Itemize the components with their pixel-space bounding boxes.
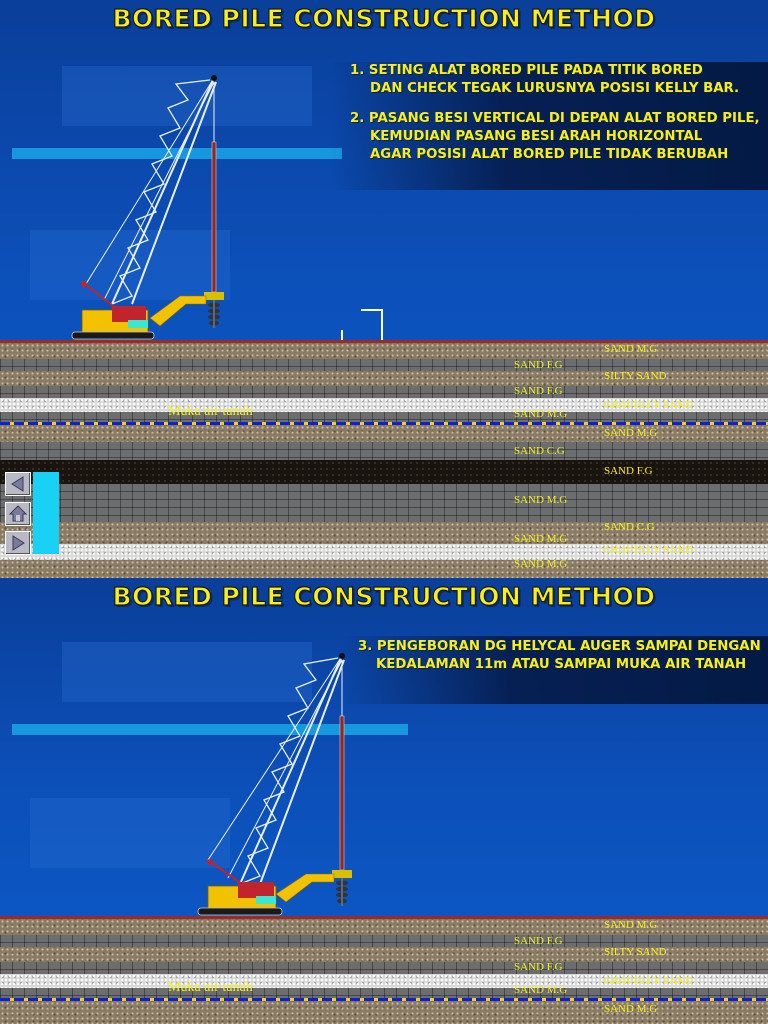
soil-label: SAND F.G <box>514 385 563 397</box>
decorative-bar <box>12 148 342 159</box>
step-line: 2. PASANG BESI VERTICAL DI DEPAN ALAT BO… <box>350 111 760 126</box>
soil-label: SAND M.G <box>514 408 568 420</box>
soil-label: SAND M.G <box>514 984 568 996</box>
soil-label: GRAVELLY SAND <box>604 544 694 556</box>
next-slide-button[interactable] <box>5 531 31 555</box>
triangle-right-icon <box>12 535 25 551</box>
soil-layer <box>0 412 768 422</box>
water-table-label: Muka air tanah <box>168 980 253 995</box>
home-button[interactable] <box>5 502 31 526</box>
step-line: KEDALAMAN 11m ATAU SAMPAI MUKA AIR TANAH <box>376 657 747 672</box>
soil-label: SAND M.G <box>604 1003 658 1015</box>
soil-label: SILTY SAND <box>604 946 667 958</box>
soil-layer <box>0 460 768 484</box>
helical-auger <box>208 300 220 328</box>
home-icon <box>8 505 28 522</box>
decorative-bar <box>12 724 408 735</box>
soil-layer <box>0 962 768 974</box>
step-line: KEMUDIAN PASANG BESI ARAH HORIZONTAL <box>370 129 703 144</box>
water-table-line <box>0 998 768 1001</box>
step-line: 3. PENGEBORAN DG HELYCAL AUGER SAMPAI DE… <box>358 639 761 654</box>
slide-1: BORED PILE CONSTRUCTION METHOD 1. SETING… <box>0 0 768 578</box>
soil-label: SAND M.G <box>604 343 658 355</box>
slide-title: BORED PILE CONSTRUCTION METHOD <box>112 581 656 611</box>
soil-label: SAND F.G <box>514 961 563 973</box>
soil-label: SAND F.G <box>604 465 653 477</box>
soil-layer <box>0 1001 768 1024</box>
triangle-left-icon <box>11 476 24 492</box>
soil-layer <box>0 544 768 560</box>
step-line: 1. SETING ALAT BORED PILE PADA TITIK BOR… <box>350 63 703 78</box>
soil-profile: Muka air tanah SAND M.G SAND F.G SILTY S… <box>0 916 768 1024</box>
soil-label: SAND F.G <box>514 935 563 947</box>
slide-2: BORED PILE CONSTRUCTION METHOD 3. PENGEB… <box>0 578 768 1024</box>
soil-label: GRAVELLY SAND <box>604 975 694 987</box>
soil-label: SILTY SAND <box>604 370 667 382</box>
step-line: AGAR POSISI ALAT BORED PILE TIDAK BERUBA… <box>370 147 729 162</box>
soil-layer <box>0 386 768 398</box>
decorative-rect <box>62 642 312 702</box>
step-text-block: 3. PENGEBORAN DG HELYCAL AUGER SAMPAI DE… <box>340 636 768 704</box>
helical-auger <box>336 878 348 906</box>
soil-layer <box>0 560 768 578</box>
step-line: DAN CHECK TEGAK LURUSNYA POSISI KELLY BA… <box>370 81 740 96</box>
soil-label: SAND C.G <box>604 521 655 533</box>
soil-layer <box>0 484 768 522</box>
soil-label: SAND M.G <box>604 919 658 931</box>
soil-layer <box>0 974 768 988</box>
steel-guide-frame <box>341 309 383 340</box>
soil-layer <box>0 371 768 386</box>
soil-layer <box>0 522 768 544</box>
crane-body <box>197 859 335 916</box>
soil-layer <box>0 425 768 442</box>
ground-surface-line <box>0 340 768 343</box>
decorative-rect <box>30 798 230 868</box>
ground-surface-line <box>0 916 768 919</box>
decorative-rect <box>62 66 312 126</box>
kelly-bar <box>332 660 352 906</box>
crane-body <box>71 281 207 340</box>
soil-layer <box>0 919 768 935</box>
soil-label: GRAVELLY SAND <box>604 399 694 411</box>
soil-layer <box>0 343 768 359</box>
soil-label: SAND C.G <box>514 445 565 457</box>
crane-boom <box>85 75 217 305</box>
soil-layer <box>0 935 768 947</box>
soil-label: SAND M.G <box>514 558 568 570</box>
soil-label: SAND M.G <box>514 533 568 545</box>
slide-title: BORED PILE CONSTRUCTION METHOD <box>112 3 656 33</box>
prev-slide-button[interactable] <box>5 472 31 496</box>
soil-layer <box>0 947 768 962</box>
soil-layer <box>0 442 768 460</box>
crane-rig <box>71 75 383 340</box>
soil-label: SAND F.G <box>514 359 563 371</box>
soil-layer <box>0 988 768 998</box>
bored-hole-marker <box>33 472 59 554</box>
kelly-bar <box>204 82 224 328</box>
soil-layer <box>0 359 768 371</box>
water-table-line <box>0 422 768 425</box>
soil-label: SAND M.G <box>604 427 658 439</box>
crane-boom <box>207 653 345 885</box>
crane-rig <box>197 653 352 916</box>
water-table-label: Muka air tanah <box>168 404 253 419</box>
step-text-block: 1. SETING ALAT BORED PILE PADA TITIK BOR… <box>330 62 768 190</box>
soil-label: SAND M.G <box>514 494 568 506</box>
soil-layer <box>0 398 768 412</box>
soil-profile: Muka air tanah SAND M.G SAND F.G SILTY S… <box>0 340 768 578</box>
